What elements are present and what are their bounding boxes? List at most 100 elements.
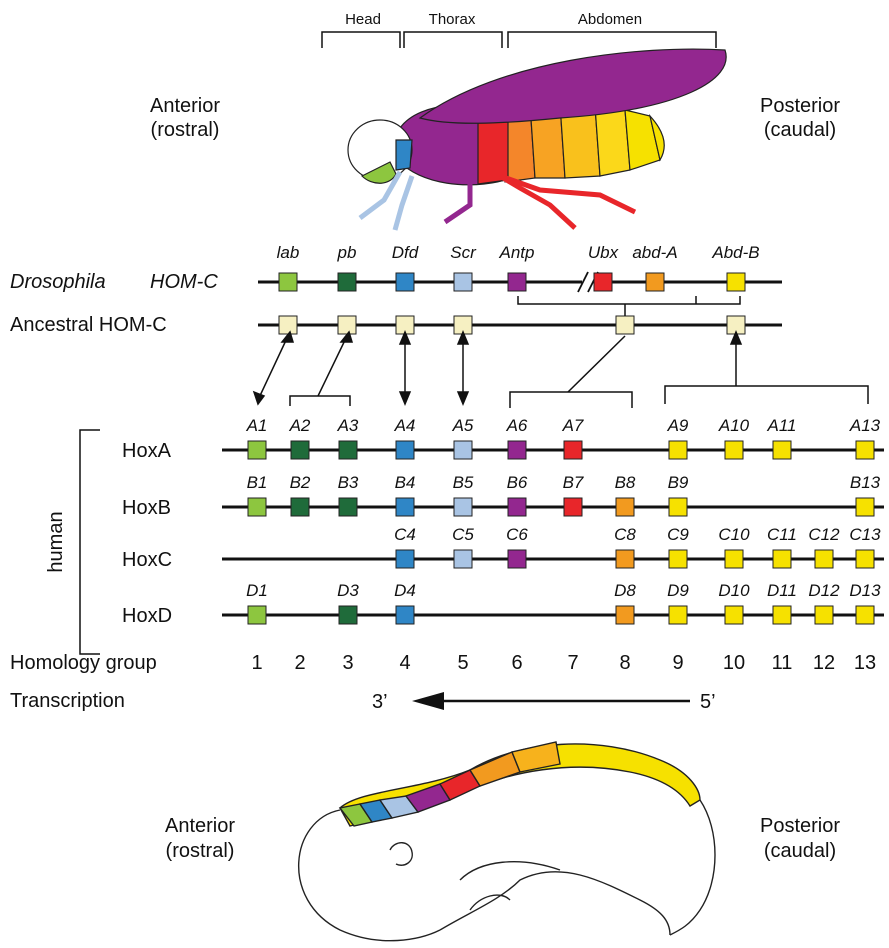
hox-gene-box bbox=[248, 498, 266, 516]
drosophila-gene-box bbox=[646, 273, 664, 291]
hox-gene-box bbox=[339, 441, 357, 459]
abdomen-label: Abdomen bbox=[578, 11, 642, 28]
hox-gene-box bbox=[396, 441, 414, 459]
ancestral-gene-box bbox=[338, 316, 356, 334]
drosophila-gene-label: Abd-B bbox=[711, 243, 759, 262]
embryo-illustration bbox=[299, 742, 715, 941]
hox-gene-box bbox=[725, 606, 743, 624]
homology-group-number: 6 bbox=[511, 652, 522, 674]
hox-gene-box bbox=[725, 441, 743, 459]
hox-gene-label: D9 bbox=[667, 581, 689, 600]
hox-gene-label: C6 bbox=[506, 525, 528, 544]
homology-group-number: 7 bbox=[567, 652, 578, 674]
hox-gene-label: A10 bbox=[718, 416, 750, 435]
hox-gene-label: B8 bbox=[615, 473, 636, 492]
drosophila-gene-box bbox=[396, 273, 414, 291]
hox-gene-box bbox=[396, 498, 414, 516]
hox-gene-label: A1 bbox=[246, 416, 268, 435]
hox-gene-box bbox=[773, 441, 791, 459]
hox-gene-label: A5 bbox=[452, 416, 474, 435]
hox-gene-label: C11 bbox=[767, 525, 797, 544]
fly-posterior-sub-label: (caudal) bbox=[764, 119, 836, 141]
three-prime-label: 3’ bbox=[372, 691, 388, 713]
hox-gene-label: D4 bbox=[394, 581, 416, 600]
homology-group-number: 3 bbox=[342, 652, 353, 674]
hox-gene-label: A3 bbox=[337, 416, 359, 435]
hox-gene-box bbox=[508, 441, 526, 459]
drosophila-gene-box bbox=[454, 273, 472, 291]
hox-gene-box bbox=[773, 606, 791, 624]
embryo-anterior-sub-label: (rostral) bbox=[166, 840, 235, 862]
human-label: human bbox=[45, 511, 67, 572]
hox-gene-box bbox=[616, 550, 634, 568]
hox-gene-label: B4 bbox=[395, 473, 416, 492]
hox-gene-box bbox=[856, 441, 874, 459]
hox-gene-box bbox=[339, 498, 357, 516]
hox-gene-box bbox=[856, 606, 874, 624]
hox-gene-label: C4 bbox=[394, 525, 416, 544]
five-prime-label: 5’ bbox=[700, 691, 716, 713]
hox-gene-label: C13 bbox=[849, 525, 881, 544]
hox-gene-label: B7 bbox=[563, 473, 584, 492]
hox-gene-box bbox=[856, 550, 874, 568]
homology-group-number: 8 bbox=[619, 652, 630, 674]
drosophila-gene-box bbox=[279, 273, 297, 291]
hox-gene-box bbox=[616, 498, 634, 516]
drosophila-gene-label: lab bbox=[277, 243, 300, 262]
hox-cluster-name: HoxA bbox=[122, 440, 172, 462]
drosophila-gene-label: abd-A bbox=[632, 243, 677, 262]
hox-cluster-name: HoxB bbox=[122, 497, 171, 519]
drosophila-gene-box bbox=[594, 273, 612, 291]
thorax-label: Thorax bbox=[429, 11, 476, 28]
hox-gene-box bbox=[669, 441, 687, 459]
drosophila-gene-box bbox=[727, 273, 745, 291]
hox-gene-label: C12 bbox=[808, 525, 840, 544]
hox-gene-label: D1 bbox=[246, 581, 268, 600]
fly-illustration bbox=[348, 49, 726, 230]
hox-gene-box bbox=[616, 606, 634, 624]
homology-group-number: 13 bbox=[854, 652, 876, 674]
hox-gene-label: B2 bbox=[290, 473, 311, 492]
hox-gene-label: C5 bbox=[452, 525, 474, 544]
ancestral-gene-box bbox=[279, 316, 297, 334]
hox-gene-label: D12 bbox=[808, 581, 840, 600]
hox-gene-label: D10 bbox=[718, 581, 750, 600]
hox-gene-box bbox=[725, 550, 743, 568]
head-label: Head bbox=[345, 11, 381, 28]
hox-gene-box bbox=[291, 498, 309, 516]
hox-gene-box bbox=[669, 550, 687, 568]
body-region-brackets bbox=[322, 32, 716, 48]
homology-group-label: Homology group bbox=[10, 652, 157, 674]
hox-gene-label: D3 bbox=[337, 581, 359, 600]
hox-gene-box bbox=[669, 606, 687, 624]
hox-gene-box bbox=[396, 606, 414, 624]
hox-gene-label: D13 bbox=[849, 581, 881, 600]
hox-cluster-name: HoxC bbox=[122, 549, 172, 571]
hox-gene-label: D8 bbox=[614, 581, 636, 600]
hox-gene-box bbox=[454, 441, 472, 459]
hox-gene-box bbox=[815, 606, 833, 624]
hox-gene-label: C8 bbox=[614, 525, 636, 544]
drosophila-label: Drosophila bbox=[10, 271, 106, 293]
hox-gene-label: A6 bbox=[506, 416, 528, 435]
hox-gene-box bbox=[669, 498, 687, 516]
hox-gene-box bbox=[248, 441, 266, 459]
homology-group-number: 9 bbox=[672, 652, 683, 674]
hox-cluster-name: HoxD bbox=[122, 605, 172, 627]
homology-group-number: 12 bbox=[813, 652, 835, 674]
drosophila-gene-box bbox=[508, 273, 526, 291]
hox-gene-label: A4 bbox=[394, 416, 416, 435]
hox-gene-box bbox=[508, 550, 526, 568]
drosophila-bracket bbox=[518, 296, 740, 304]
hox-gene-label: B1 bbox=[247, 473, 268, 492]
homology-group-number: 1 bbox=[251, 652, 262, 674]
hox-gene-label: B13 bbox=[850, 473, 881, 492]
fly-anterior-label: Anterior bbox=[150, 95, 220, 117]
hox-gene-box bbox=[454, 498, 472, 516]
hox-gene-label: A11 bbox=[767, 416, 797, 435]
drosophila-gene-label: Ubx bbox=[588, 243, 619, 262]
